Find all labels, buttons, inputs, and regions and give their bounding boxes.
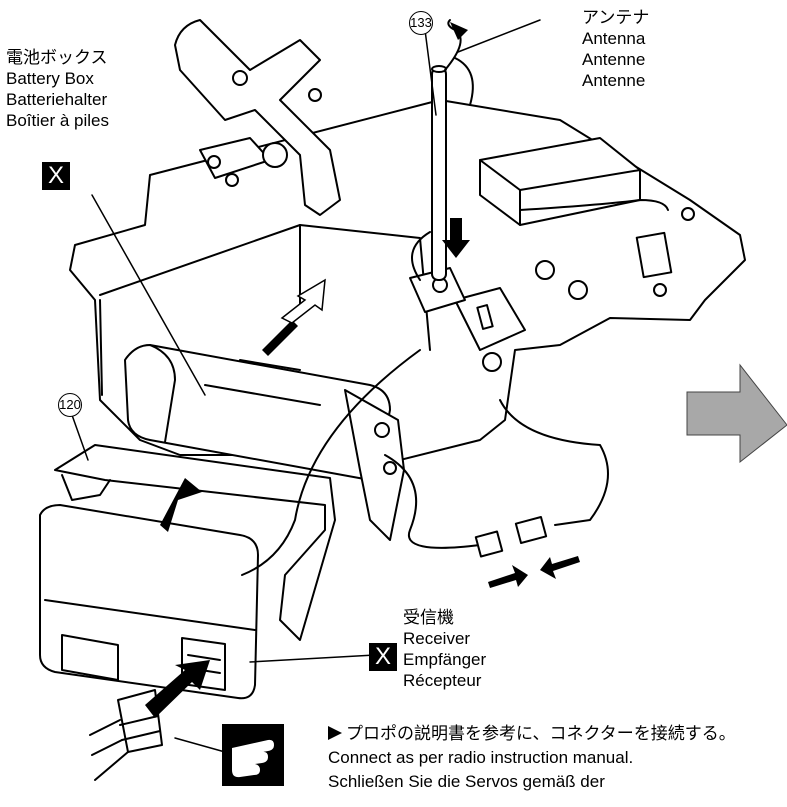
receiver-label-jp: 受信機 xyxy=(403,608,454,627)
battery-box-label-fr: Boîtier à piles xyxy=(6,111,109,130)
part-120-callout: 120 xyxy=(58,393,82,417)
battery-box-label: 電池ボックス Battery Box Batteriehalter Boîtie… xyxy=(6,47,109,131)
receiver-label-fr: Récepteur xyxy=(403,671,482,690)
arrow-connect-left xyxy=(488,565,528,588)
battery-box-label-jp: 電池ボックス xyxy=(6,48,108,67)
arrow-outline-up xyxy=(280,278,326,324)
next-step-arrow xyxy=(686,363,787,464)
part-133-callout: 133 xyxy=(409,11,433,35)
arrow-up-receiver xyxy=(160,478,202,532)
instruction-jp: プロポの説明書を参考に、コネクターを接続する。 xyxy=(346,724,736,743)
antenna-label: アンテナ Antenna Antenne Antenne xyxy=(582,7,649,91)
antenna-label-de: Antenne xyxy=(582,50,646,69)
arrow-connect-right xyxy=(540,556,580,579)
instruction-en: Connect as per radio instruction manual. xyxy=(328,748,634,767)
receiver-case-frame xyxy=(54,444,336,641)
receiver-label: 受信機 Receiver Empfänger Récepteur xyxy=(403,607,486,691)
bullet-triangle-icon xyxy=(328,726,342,740)
receiver-label-de: Empfänger xyxy=(403,650,487,669)
arrow-down-antenna xyxy=(442,218,470,258)
arrow-into-receiver xyxy=(145,660,210,718)
pointing-hand-icon xyxy=(222,724,284,786)
battery-box-label-de: Batteriehalter xyxy=(6,90,108,109)
receiver-label-en: Receiver xyxy=(403,629,471,648)
connector-left xyxy=(474,530,504,558)
instruction-note: プロポの説明書を参考に、コネクターを接続する。 Connect as per r… xyxy=(328,722,736,794)
antenna-label-fr: Antenne xyxy=(582,71,646,90)
instruction-de: Schließen Sie die Servos gemäß der xyxy=(328,772,605,791)
hinge-arm xyxy=(174,19,341,216)
antenna-label-jp: アンテナ xyxy=(582,8,650,27)
antenna-label-en: Antenna xyxy=(582,29,646,48)
battery-box-label-en: Battery Box xyxy=(6,69,94,88)
connector-right xyxy=(514,515,548,545)
arrow-antenna-wire xyxy=(450,22,468,40)
arrow-up-battery xyxy=(262,320,298,356)
receiver-x-marker: X xyxy=(369,643,397,671)
battery-box-x-marker: X xyxy=(42,162,70,190)
